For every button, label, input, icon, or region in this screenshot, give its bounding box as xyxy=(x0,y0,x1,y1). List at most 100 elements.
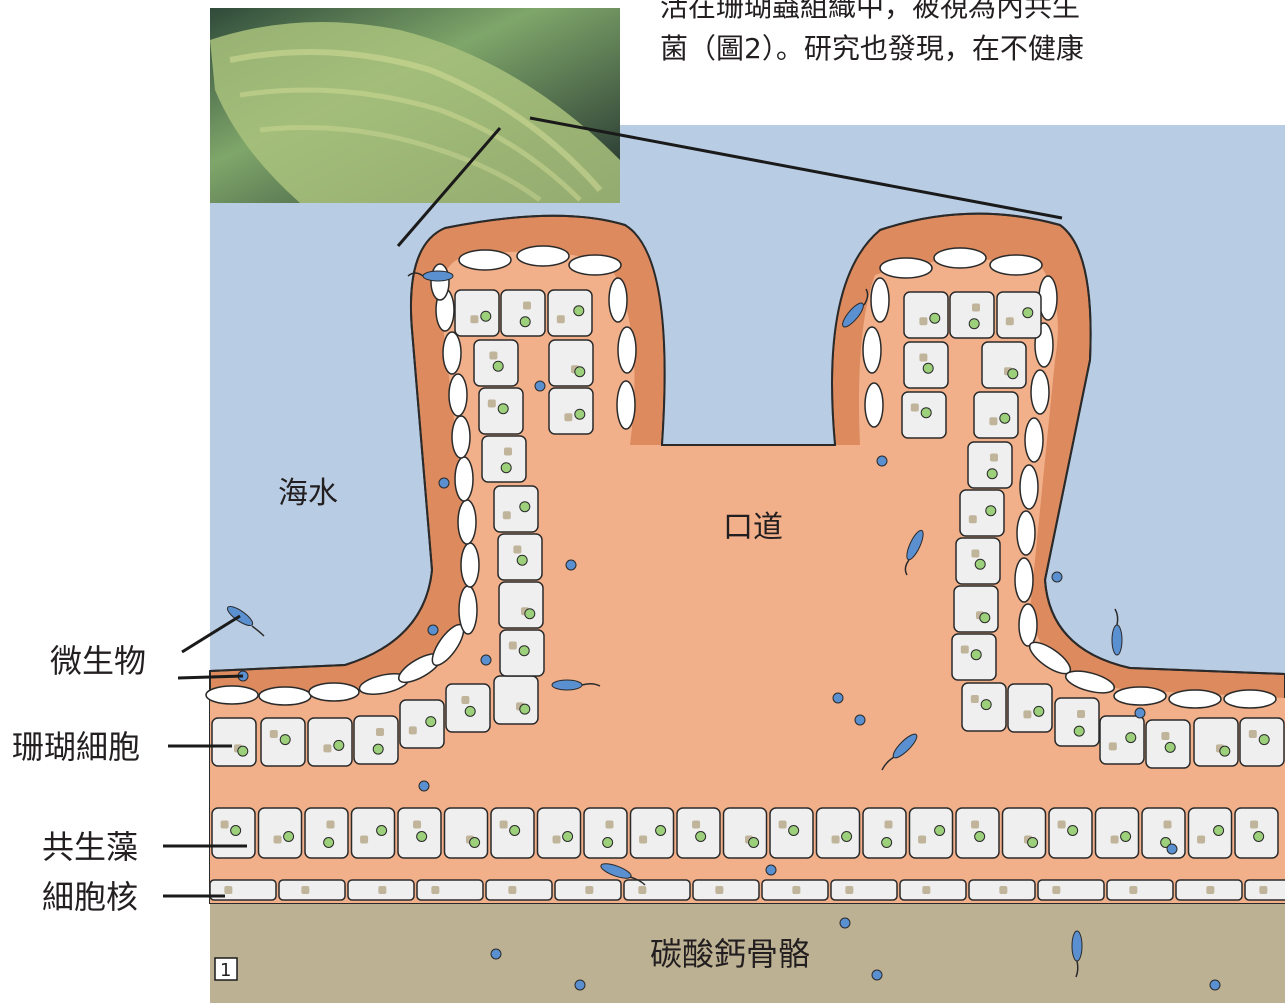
coral-cell-callout: 珊瑚細胞 xyxy=(12,728,140,766)
symbiont-alga xyxy=(603,838,613,848)
symbiont-alga xyxy=(986,506,996,516)
cell-nucleus xyxy=(832,836,840,844)
cell-nucleus xyxy=(1111,836,1119,844)
cell-nucleus xyxy=(378,886,386,894)
coral-cell xyxy=(446,684,490,732)
symbiont-alga xyxy=(575,409,585,419)
coral-cell xyxy=(1235,808,1278,858)
symbiont-alga xyxy=(525,609,535,619)
symbiont-alga xyxy=(1074,726,1084,736)
symbiont-alga xyxy=(930,313,940,323)
coral-cell xyxy=(479,388,523,434)
basal-cell xyxy=(900,880,966,900)
cell-nucleus xyxy=(972,304,980,312)
symbiont-alga xyxy=(921,408,931,418)
panel-number: 1 xyxy=(220,960,231,981)
cell-nucleus xyxy=(470,315,478,323)
symbiont-alga xyxy=(417,832,427,842)
basal-cell xyxy=(831,880,897,900)
cell-nucleus xyxy=(1058,821,1066,829)
coral-cell xyxy=(770,808,813,858)
cell-nucleus xyxy=(885,821,893,829)
symbiont-alga xyxy=(493,361,503,371)
cell-nucleus xyxy=(1077,710,1085,718)
coral-cell xyxy=(997,292,1041,338)
cell-nucleus xyxy=(221,821,229,829)
cell-nucleus xyxy=(1161,732,1169,740)
symbiont-alga xyxy=(656,826,666,836)
cell-nucleus xyxy=(500,821,508,829)
symbiont-alga xyxy=(935,826,945,836)
coral-cell xyxy=(305,808,348,858)
symbiont-alga xyxy=(520,317,530,327)
cell-nucleus xyxy=(715,886,723,894)
coral-cell xyxy=(1142,808,1185,858)
coral-cell xyxy=(974,392,1018,438)
symbiont-alga xyxy=(1254,832,1264,842)
coral-cell xyxy=(474,340,518,386)
symbiont-callout: 共生藻 xyxy=(42,828,138,866)
cell-nucleus xyxy=(1249,730,1257,738)
basal-flat-cells xyxy=(210,880,1285,900)
coral-cell xyxy=(956,808,999,858)
coral-cell xyxy=(212,718,256,766)
symbiont-alga xyxy=(749,838,759,848)
cell-nucleus xyxy=(918,836,926,844)
cell-nucleus xyxy=(376,728,384,736)
basal-cell xyxy=(693,880,759,900)
coral-cell xyxy=(1146,720,1190,768)
cell-nucleus xyxy=(327,821,335,829)
coral-cell xyxy=(817,808,860,858)
nucleus-callout: 細胞核 xyxy=(42,878,138,916)
cell-nucleus xyxy=(564,413,572,421)
cell-nucleus xyxy=(360,836,368,844)
coral-cell xyxy=(352,808,395,858)
cell-nucleus xyxy=(606,821,614,829)
coral-cell xyxy=(354,716,398,764)
symbiont-alga xyxy=(1068,826,1078,836)
mouth-label: 口道 xyxy=(723,510,783,545)
coral-cell xyxy=(499,582,543,628)
symbiont-alga xyxy=(231,826,241,836)
cell-nucleus xyxy=(999,886,1007,894)
coral-cell xyxy=(1049,808,1092,858)
coral-cell xyxy=(968,442,1012,488)
cell-nucleus xyxy=(971,821,979,829)
coral-cell xyxy=(1189,808,1232,858)
symbiont-alga xyxy=(373,744,383,754)
cell-nucleus xyxy=(1259,886,1267,894)
cell-nucleus xyxy=(990,454,998,462)
coral-cell xyxy=(1194,718,1238,766)
cell-nucleus xyxy=(224,886,232,894)
symbiont-alga xyxy=(470,838,480,848)
symbiont-alga xyxy=(1220,746,1230,756)
coral-cell xyxy=(960,490,1004,536)
cell-nucleus xyxy=(1197,836,1205,844)
cell-nucleus xyxy=(553,836,561,844)
cell-nucleus xyxy=(639,836,647,844)
coral-cell xyxy=(494,676,538,724)
cell-nucleus xyxy=(1164,821,1172,829)
coral-cell xyxy=(1100,716,1144,764)
symbiont-alga xyxy=(519,646,529,656)
symbiont-alga xyxy=(1034,706,1044,716)
cell-nucleus xyxy=(1206,886,1214,894)
microbe-callout: 微生物 xyxy=(50,642,146,680)
cell-nucleus xyxy=(323,744,331,752)
cell-nucleus xyxy=(504,448,512,456)
cell-nucleus xyxy=(919,317,927,325)
symbiont-alga xyxy=(324,838,334,848)
coral-cell xyxy=(950,292,994,338)
coral-cell xyxy=(910,808,953,858)
basal-cell xyxy=(1107,880,1173,900)
skeleton-label: 碳酸鈣骨骼 xyxy=(650,935,810,973)
coral-cell xyxy=(491,808,534,858)
basal-cell xyxy=(1176,880,1242,900)
symbiont-alga xyxy=(563,832,573,842)
cell-nucleus xyxy=(557,315,565,323)
symbiont-alga xyxy=(498,404,508,414)
symbiont-alga xyxy=(517,555,527,565)
symbiont-alga xyxy=(987,469,997,479)
symbiont-alga xyxy=(1259,735,1269,745)
coral-cell xyxy=(261,718,305,766)
